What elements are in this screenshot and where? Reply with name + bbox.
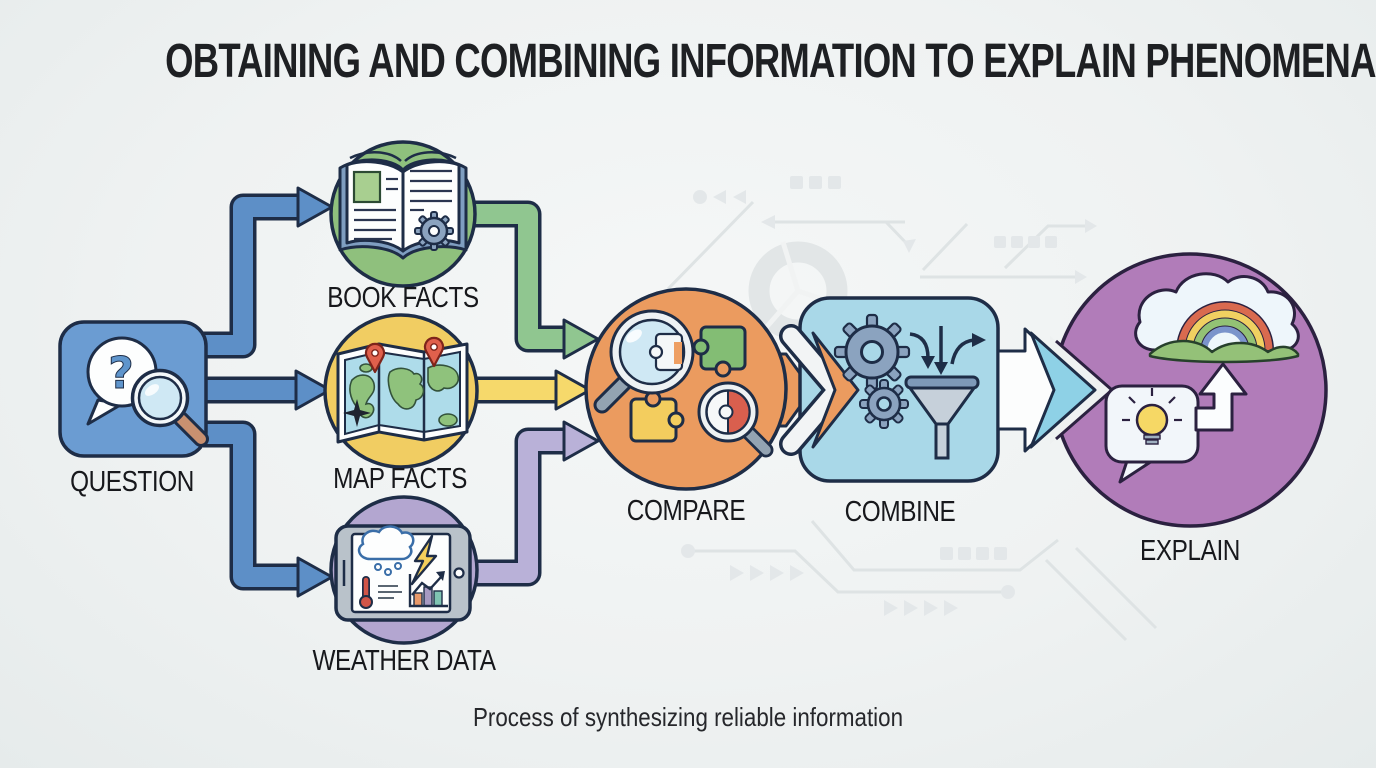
question-icon: ?	[86, 336, 209, 447]
map-facts-node	[323, 313, 479, 469]
deco-dot	[693, 190, 707, 204]
combine-icon	[833, 313, 986, 460]
explain-label: EXPLAIN	[1140, 535, 1240, 567]
magnifier-small-icon	[697, 381, 774, 458]
lightbulb-rays	[1122, 388, 1182, 422]
map-pin-icon	[423, 336, 445, 368]
question-node: ?	[58, 320, 209, 458]
question-label: QUESTION	[70, 466, 194, 498]
gear-small-icon	[859, 379, 909, 429]
explain-icon	[1104, 272, 1300, 484]
deco-left-triangle	[733, 190, 746, 204]
text-lines	[378, 585, 402, 599]
gear-large-icon	[833, 313, 911, 391]
compare-label: COMPARE	[626, 495, 746, 527]
puzzle-piece-green	[692, 325, 747, 378]
deco-arrowhead	[761, 215, 775, 229]
book-gear-icon	[414, 211, 454, 251]
deco-arrowhead	[1085, 219, 1097, 233]
mini-chart-icon	[408, 571, 448, 608]
deco-square	[828, 176, 841, 189]
bent-up-arrow-icon	[1194, 362, 1248, 432]
arrow-combine-to-explain	[996, 327, 1097, 453]
rain-cloud-icon	[357, 525, 415, 561]
funnel-icon	[904, 375, 980, 460]
book-text-lines	[354, 169, 452, 241]
deco-circuit-lines	[666, 200, 1158, 642]
map-facts-label: MAP FACTS	[333, 463, 467, 495]
arrow-book-facts-to-compare	[430, 200, 600, 360]
deco-left-triangle	[713, 190, 726, 204]
question-mark-glyph: ?	[108, 348, 134, 399]
thermometer-icon	[359, 576, 373, 609]
tablet-weather-icon	[334, 524, 472, 622]
idea-speech-bubble-icon	[1104, 384, 1200, 484]
page-title: OBTAINING AND COMBINING INFORMATION TO E…	[165, 35, 1376, 88]
deco-square	[790, 176, 803, 189]
arrow-weather-data-to-compare	[430, 420, 600, 587]
weather-data-node	[329, 495, 479, 645]
magnifier-icon	[130, 368, 209, 447]
lightning-icon	[410, 534, 438, 586]
arrow-question-to-weather-data	[203, 420, 334, 598]
arrow-question-to-map-facts	[203, 369, 332, 411]
puzzle-piece-yellow	[629, 390, 685, 443]
deco-arrowhead	[1075, 270, 1087, 284]
book-facts-label: BOOK FACTS	[327, 282, 479, 314]
tablet-home-button	[453, 567, 465, 579]
map-continents	[349, 363, 460, 427]
map-pin-icon	[364, 342, 386, 374]
lightbulb-icon	[1135, 403, 1169, 437]
map-compass-icon	[343, 399, 371, 427]
open-book-icon	[338, 151, 468, 260]
deco-square	[809, 176, 822, 189]
caption: Process of synthesizing reliable informa…	[472, 702, 904, 732]
rainbow-cloud-icon	[1134, 272, 1300, 364]
arrow-question-to-book-facts	[203, 186, 334, 359]
weather-data-label: WEATHER DATA	[312, 645, 496, 677]
arrow-compare-to-combine	[779, 324, 860, 456]
hills	[1148, 339, 1300, 364]
magnifier-large-icon	[593, 309, 695, 414]
raindrops	[374, 562, 402, 576]
combine-label: COMBINE	[844, 496, 956, 528]
book-facts-node	[329, 140, 477, 288]
trifold-map-icon	[336, 336, 469, 444]
compare-icon	[593, 309, 774, 458]
deco-arrowhead	[903, 239, 916, 253]
book-image-thumbnail	[352, 170, 382, 204]
funnel-input-arrows	[909, 326, 975, 365]
